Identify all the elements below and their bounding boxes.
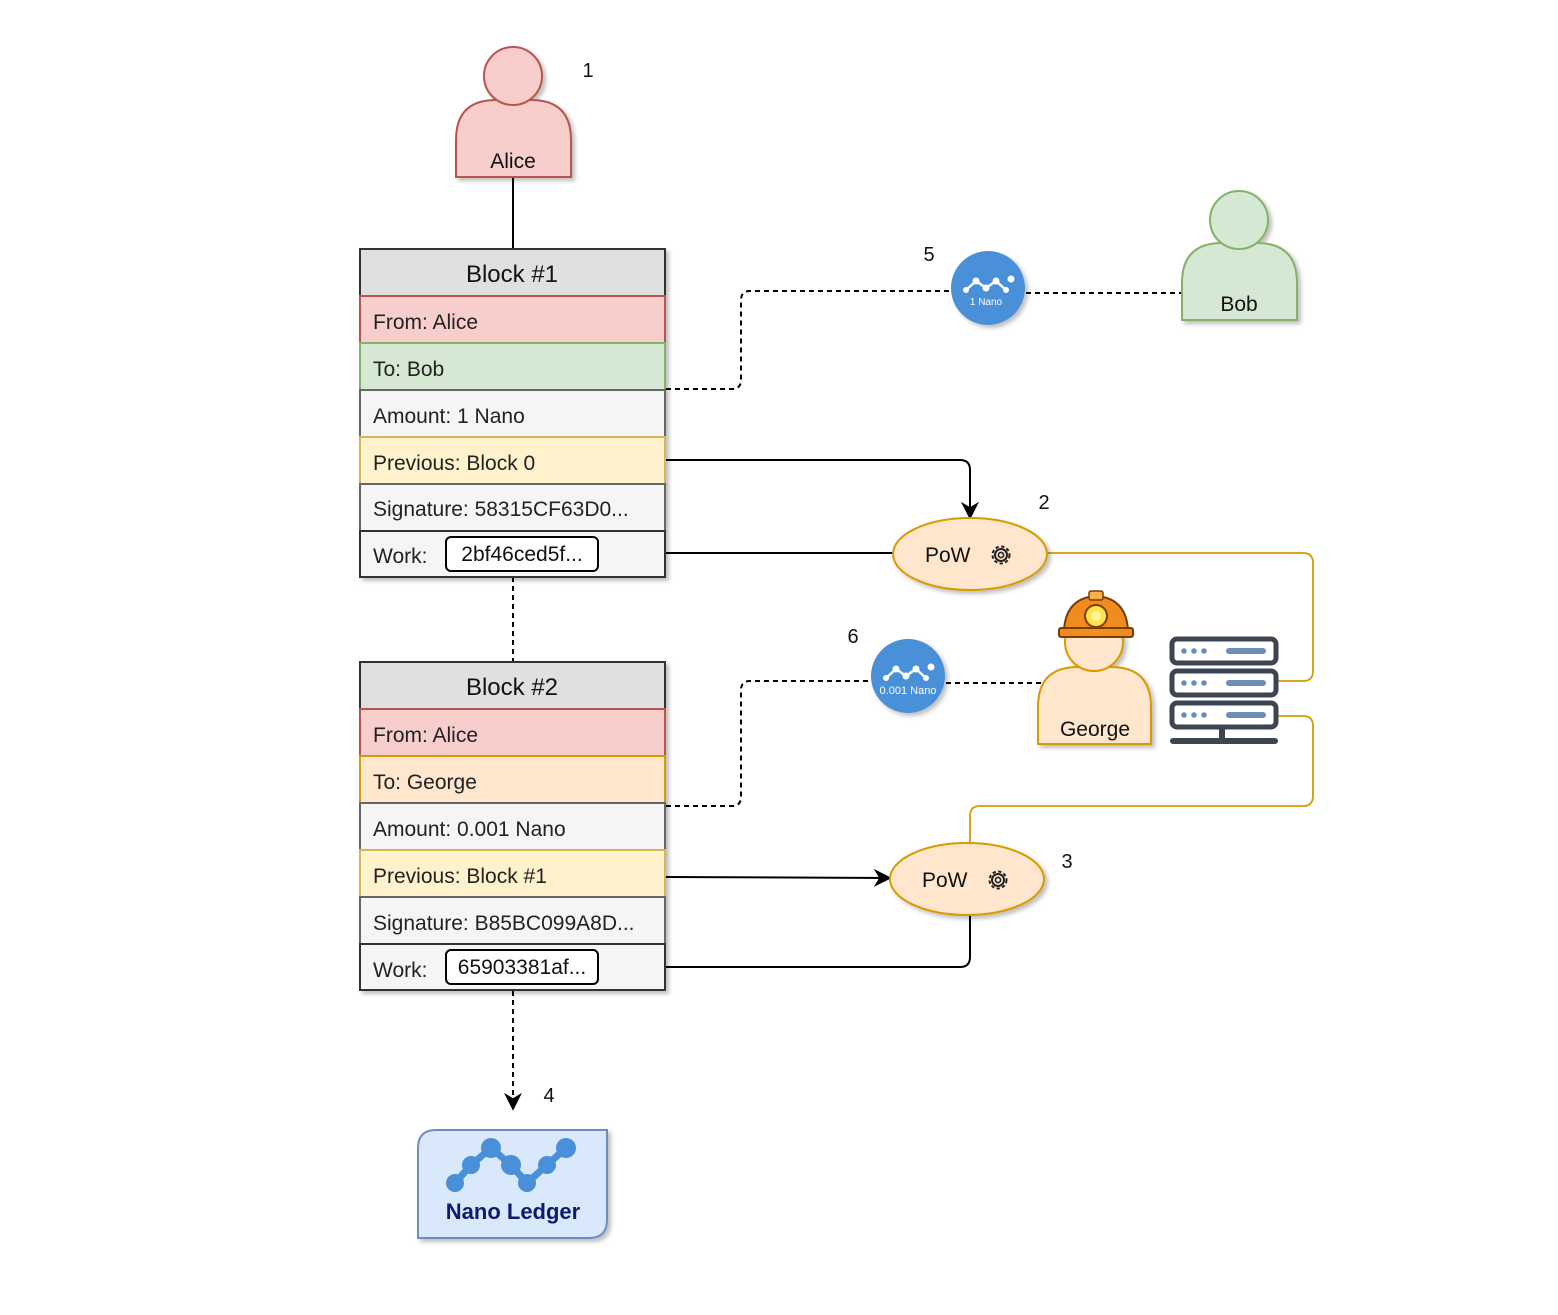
block-2-work-value: 65903381af... bbox=[458, 956, 586, 979]
block-1-title: Block #1 bbox=[466, 261, 558, 288]
nano-logo-icon bbox=[446, 1138, 576, 1192]
nano-logo-icon bbox=[963, 275, 1015, 293]
block-2-from: From: Alice bbox=[373, 724, 478, 747]
pow-2-label: PoW bbox=[922, 869, 968, 892]
miner-helmet-icon bbox=[1058, 590, 1134, 638]
bob-person-icon bbox=[1181, 190, 1298, 321]
block2-george-connector bbox=[666, 680, 872, 807]
block-1-work-value: 2bf46ced5f... bbox=[461, 543, 582, 566]
step-5: 5 bbox=[923, 244, 934, 266]
alice-label: Alice bbox=[490, 150, 536, 173]
block-2-work-label: Work: bbox=[373, 959, 427, 982]
nano-logo-icon bbox=[883, 663, 935, 681]
block-1-signature: Signature: 58315CF63D0... bbox=[373, 498, 629, 521]
block-1-from: From: Alice bbox=[373, 311, 478, 334]
block-1-previous: Previous: Block 0 bbox=[373, 452, 535, 475]
bob-label: Bob bbox=[1220, 293, 1257, 316]
block-1-amount: Amount: 1 Nano bbox=[373, 405, 525, 428]
server-pow2-link bbox=[969, 715, 1314, 842]
nano-ledger-label: Nano Ledger bbox=[446, 1199, 581, 1224]
pow-2 bbox=[889, 842, 1045, 916]
coin-2-label: 0.001 Nano bbox=[880, 685, 937, 697]
previous2-pow2-arrow bbox=[665, 868, 892, 887]
pow-1-label: PoW bbox=[925, 544, 971, 567]
block-2-to: To: George bbox=[373, 771, 477, 794]
step-2: 2 bbox=[1038, 492, 1049, 514]
pow1-server-link bbox=[1046, 552, 1314, 682]
step-3: 3 bbox=[1061, 851, 1072, 873]
step-4: 4 bbox=[543, 1085, 554, 1107]
block-2-title: Block #2 bbox=[466, 674, 558, 701]
pow-1 bbox=[892, 517, 1048, 591]
step-6: 6 bbox=[847, 626, 858, 648]
block-1-work-box bbox=[445, 536, 599, 572]
block1-bob-connector bbox=[666, 290, 952, 390]
pow2-work2-arrow bbox=[598, 914, 971, 976]
coin-1-label: 1 Nano bbox=[970, 297, 1003, 308]
block-2-previous: Previous: Block #1 bbox=[373, 865, 547, 888]
george-label: George bbox=[1060, 718, 1130, 741]
block-2-amount: Amount: 0.001 Nano bbox=[373, 818, 566, 841]
server-rack-icon bbox=[1169, 636, 1279, 744]
block-2-signature: Signature: B85BC099A8D... bbox=[373, 912, 635, 935]
alice-person-icon bbox=[455, 46, 572, 178]
block-2-work-box bbox=[445, 949, 599, 985]
step-1: 1 bbox=[582, 60, 593, 82]
previous1-pow1-arrow bbox=[666, 459, 979, 520]
block-1-to: To: Bob bbox=[373, 358, 444, 381]
block-2 bbox=[359, 661, 666, 991]
block-1 bbox=[359, 248, 666, 578]
block-1-work-label: Work: bbox=[373, 545, 427, 568]
